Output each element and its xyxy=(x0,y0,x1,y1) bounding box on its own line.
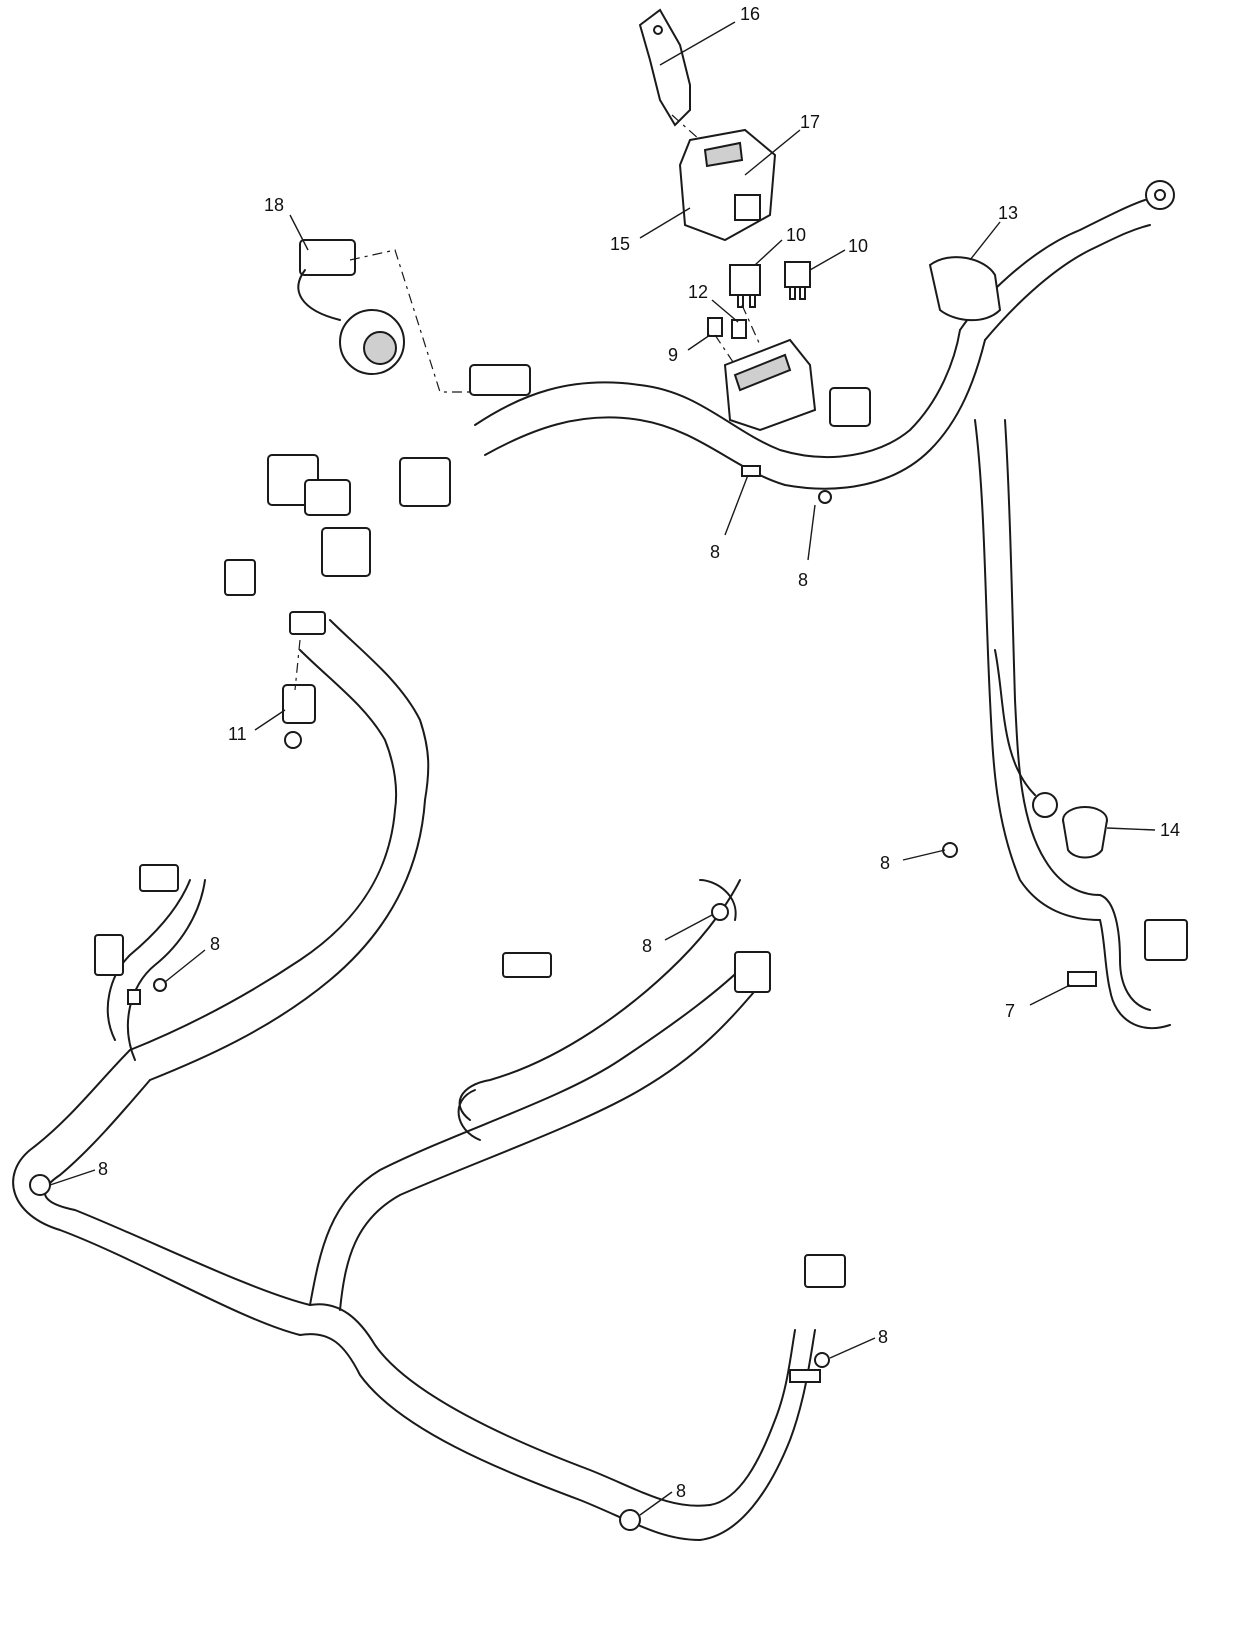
connector-cluster xyxy=(224,364,871,635)
lower-connectors xyxy=(94,864,1188,1288)
boot-cover-part xyxy=(928,256,1002,322)
relay-part-2 xyxy=(784,261,811,300)
callout-10b: 10 xyxy=(848,236,868,256)
callout-8d: 8 xyxy=(210,934,220,954)
callout-8e: 8 xyxy=(642,936,652,956)
ring-terminal-lower xyxy=(994,649,1058,818)
callout-8f: 8 xyxy=(98,1159,108,1179)
assembly-dash-lines xyxy=(294,114,761,691)
fuse-parts xyxy=(707,317,747,339)
callout-18: 18 xyxy=(264,195,284,215)
callout-11: 11 xyxy=(228,724,247,744)
sensor-connector-part xyxy=(282,684,316,749)
callout-12: 12 xyxy=(688,282,708,302)
ring-terminal-top xyxy=(1145,180,1175,210)
mounting-bracket-part xyxy=(638,8,691,127)
main-wire-harness xyxy=(12,199,1171,1541)
callout-8h: 8 xyxy=(676,1481,686,1501)
callout-8c: 8 xyxy=(880,853,890,873)
callout-7: 7 xyxy=(1005,1001,1015,1021)
relay-part-1 xyxy=(729,264,761,308)
callout-8a: 8 xyxy=(710,542,720,562)
callout-17: 17 xyxy=(800,112,820,132)
callout-13: 13 xyxy=(998,203,1018,223)
cable-clips xyxy=(29,465,1097,1531)
callout-16: 16 xyxy=(740,4,760,24)
relay-fuse-box-part xyxy=(678,128,777,242)
callouts: 16 17 15 18 13 10 10 12 9 8 8 11 xyxy=(49,4,1180,1516)
callout-10a: 10 xyxy=(786,225,806,245)
callout-9: 9 xyxy=(668,345,678,365)
callout-8g: 8 xyxy=(878,1327,888,1347)
terminal-boot-part xyxy=(1062,806,1108,859)
callout-14: 14 xyxy=(1160,820,1180,840)
callout-15: 15 xyxy=(610,234,630,254)
grommet-connector-part xyxy=(297,239,405,375)
callout-8b: 8 xyxy=(798,570,808,590)
fuse-block-part xyxy=(723,338,817,432)
